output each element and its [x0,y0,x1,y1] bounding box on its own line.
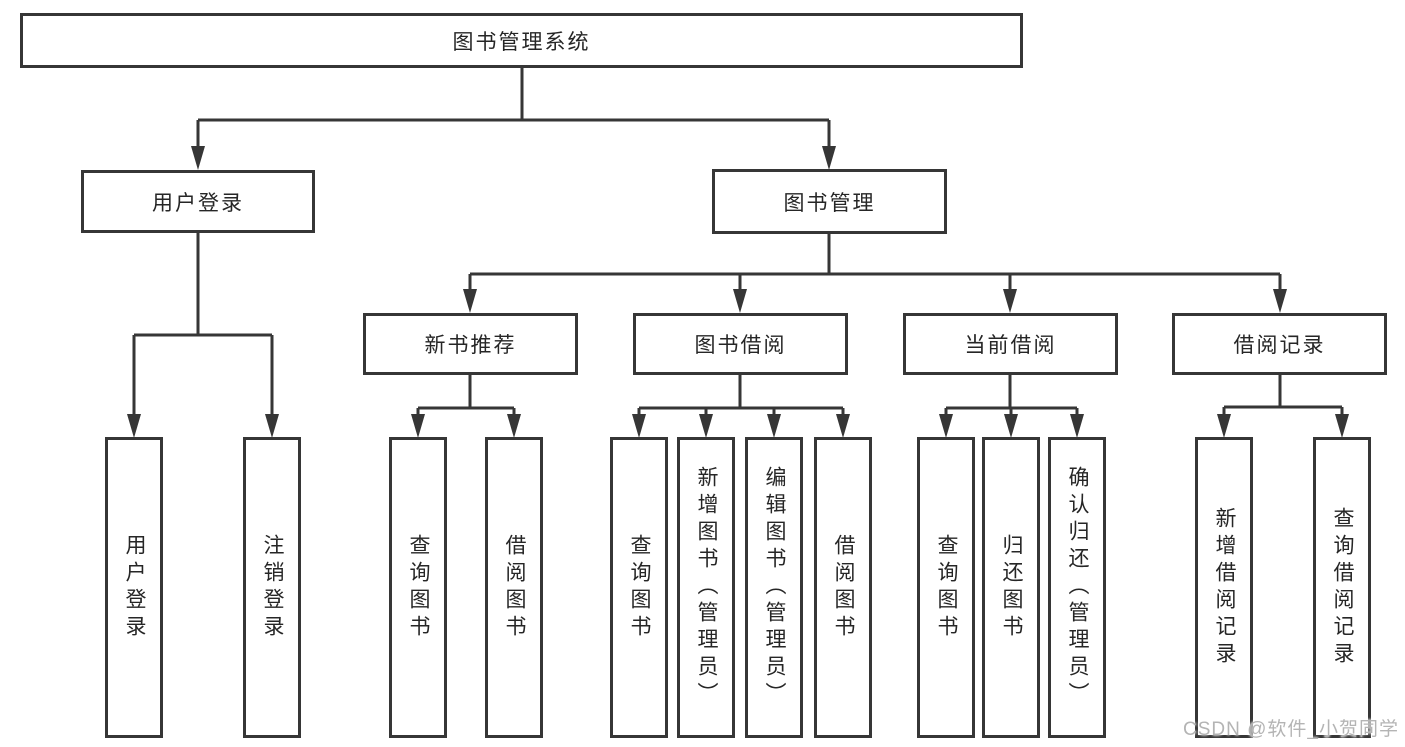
leaf-add-books-admin: 新增图书（管理员） [677,437,735,738]
node-label: 归还图书 [1000,533,1023,642]
node-borrowing-records: 借阅记录 [1172,313,1387,375]
node-book-management: 图书管理 [712,169,947,234]
node-label: 新书推荐 [424,334,517,357]
node-book-borrowing: 图书借阅 [633,313,848,375]
leaf-logout: 注销登录 [243,437,301,738]
leaf-borrow-books-1: 借阅图书 [485,437,543,738]
leaf-add-borrow-record: 新增借阅记录 [1195,437,1253,738]
node-label: 查询图书 [628,533,651,642]
node-user-login: 用户登录 [81,170,315,233]
leaf-borrow-books-2: 借阅图书 [814,437,872,738]
node-label: 图书借阅 [694,334,787,357]
node-label: 编辑图书（管理员） [763,466,786,709]
leaf-confirm-return-admin: 确认归还（管理员） [1048,437,1106,738]
node-label: 新增借阅记录 [1213,506,1236,669]
node-label: 图书管理系统 [452,30,591,54]
node-label: 查询图书 [407,533,430,642]
node-label: 用户登录 [123,533,146,642]
node-label: 确认归还（管理员） [1066,466,1089,709]
leaf-return-books: 归还图书 [982,437,1040,738]
leaf-query-books-2: 查询图书 [610,437,668,738]
node-label: 借阅图书 [503,533,526,642]
node-label: 查询借阅记录 [1331,506,1354,669]
node-label: 借阅图书 [832,533,855,642]
node-label: 查询图书 [935,533,958,642]
node-new-book-recommendation: 新书推荐 [363,313,578,375]
node-label: 注销登录 [261,533,284,642]
node-label: 当前借阅 [964,334,1057,357]
node-label: 图书管理 [783,191,876,215]
leaf-user-login: 用户登录 [105,437,163,738]
node-label: 新增图书（管理员） [695,466,718,709]
leaf-query-borrow-record: 查询借阅记录 [1313,437,1371,738]
node-label: 借阅记录 [1233,334,1326,357]
leaf-query-books-3: 查询图书 [917,437,975,738]
csdn-watermark: CSDN @软件_小贺同学 [1183,719,1399,740]
leaf-edit-books-admin: 编辑图书（管理员） [745,437,803,738]
node-label: 用户登录 [152,191,244,215]
node-library-management-system: 图书管理系统 [20,13,1023,68]
leaf-query-books-1: 查询图书 [389,437,447,738]
node-current-borrowing: 当前借阅 [903,313,1118,375]
